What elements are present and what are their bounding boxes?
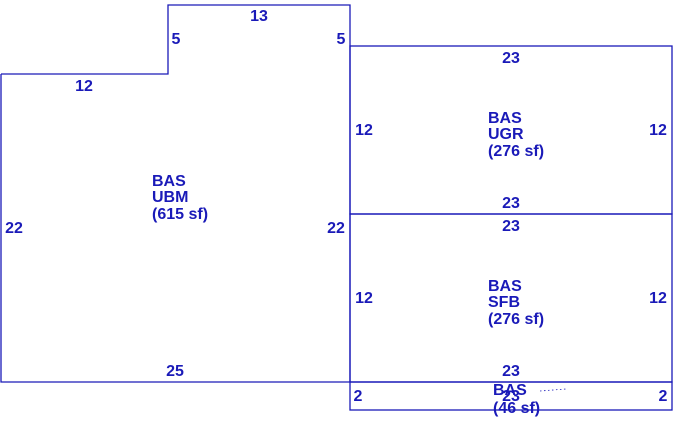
ubm-area-size: (615 sf) [152,206,208,223]
strip-left-dim: 2 [354,388,363,405]
strip-area-code: BAS [493,382,527,399]
strip-right-dim: 2 [659,388,668,405]
ubm-bottom-dim: 25 [166,363,184,380]
ugr-left-dim: 12 [355,122,373,139]
strip-area-size: (46 sf) [493,400,540,417]
strip-top-dim: 23 [502,388,520,405]
sfb-bottom-dim: 23 [502,363,520,380]
ugr-top-dim: 23 [502,50,520,67]
strip-dotted-line [539,388,567,392]
sfb-area-size: (276 sf) [488,311,544,328]
ubm-top-notch-dim: 13 [250,8,268,25]
ubm-left-dim: 22 [5,220,23,237]
sfb-right-dim: 12 [649,290,667,307]
sfb-top-dim: 23 [502,218,520,235]
ubm-area-code: BAS [152,173,186,190]
ugr-bottom-dim: 23 [502,195,520,212]
ugr-area-code: BAS [488,110,522,127]
ugr-right-dim: 12 [649,122,667,139]
ubm-area-name: UBM [152,189,188,206]
sfb-left-dim: 12 [355,290,373,307]
strip-outline [349,381,673,411]
ubm-notch-left-dim: 5 [172,31,181,48]
ugr-area-name: UGR [488,126,524,143]
ugr-area-size: (276 sf) [488,143,544,160]
ubm-notch-right-dim: 5 [337,31,346,48]
sfb-area-code: BAS [488,278,522,295]
ubm-right-dim: 22 [327,220,345,237]
ubm-upper-left-dim: 12 [75,78,93,95]
ubm-outline [0,4,351,383]
sfb-area-name: SFB [488,294,520,311]
